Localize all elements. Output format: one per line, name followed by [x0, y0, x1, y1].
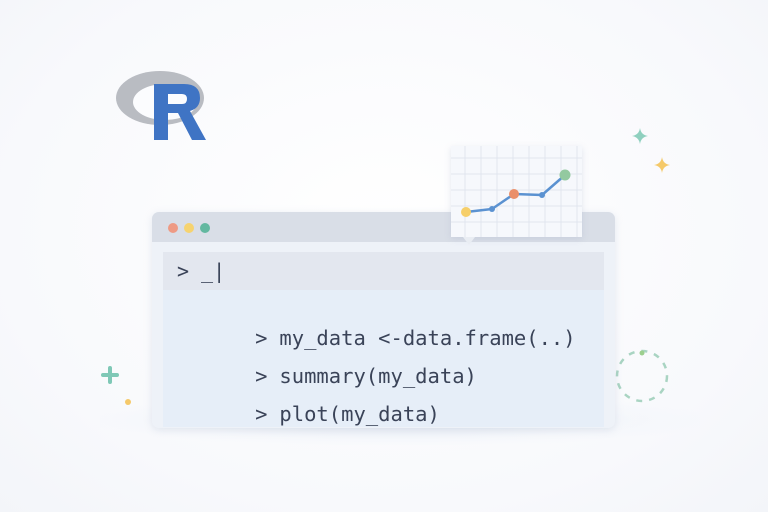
command-text: plot(my_data) [279, 402, 440, 426]
r-logo [116, 71, 206, 140]
close-window-button[interactable] [168, 223, 178, 233]
sparkle-icon [654, 157, 670, 173]
r-console-window: > _| >my_data <-data.frame(..) >summary(… [152, 212, 615, 428]
command-text: summary(my_data) [279, 364, 477, 388]
console-input[interactable]: > _| [163, 252, 604, 290]
plot-preview[interactable] [451, 146, 582, 237]
sparkle-icon [101, 366, 119, 384]
history-line: >plot(my_data) [255, 402, 440, 426]
line-chart-icon [451, 146, 582, 237]
prompt-symbol: > [177, 259, 190, 283]
maximize-window-button[interactable] [200, 223, 210, 233]
plot-preview-pointer [463, 237, 475, 245]
input-cursor: _| [201, 259, 226, 283]
history-line: >my_data <-data.frame(..) [255, 326, 576, 350]
console-history: >my_data <-data.frame(..) >summary(my_da… [163, 290, 604, 427]
minimize-window-button[interactable] [184, 223, 194, 233]
history-line: >summary(my_data) [255, 364, 477, 388]
sparkle-icon [632, 128, 648, 144]
command-text: my_data <-data.frame(..) [279, 326, 576, 350]
